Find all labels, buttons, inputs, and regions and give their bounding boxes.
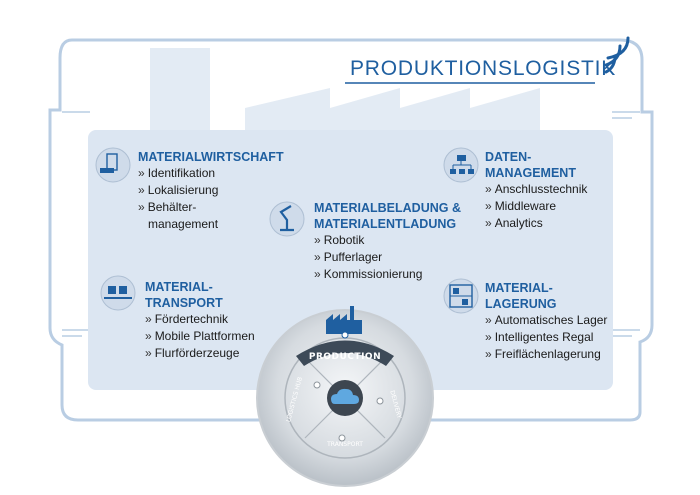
section-title: MATERIALENTLADUNG [314,217,457,231]
list-item: »Pufferlager [314,250,383,264]
list-item: »Flurförderzeuge [145,346,240,360]
conveyor-icon [100,275,136,311]
section-materialtransport: MATERIAL- TRANSPORT »Fördertechnik »Mobi… [145,279,255,362]
factory-icon [326,306,362,334]
section-materiallagerung: MATERIAL- LAGERUNG »Automatisches Lager … [485,280,607,363]
page-title: PRODUKTIONSLOGISTIK [350,57,617,80]
section-title: TRANSPORT [145,296,223,310]
section-title: MATERIALBELADUNG & [314,201,461,215]
section-title: MATERIAL- [485,281,553,295]
production-hub: PRODUCTION LOGISTICS HUB DELIVERY TRANSP… [256,306,434,487]
list-item: »Robotik [314,233,365,247]
section-materialbeladung: MATERIALBELADUNG & MATERIALENTLADUNG »Ro… [314,200,461,283]
section-title: MATERIAL- [145,280,213,294]
list-item: »Automatisches Lager [485,313,608,327]
warehouse-forklift-icon [95,147,131,183]
factory-silhouette [150,48,540,135]
list-item-continuation: management [148,217,219,231]
network-tree-icon [443,147,479,183]
section-title: MANAGEMENT [485,166,576,180]
section-datenmanagement: DATEN- MANAGEMENT »Anschlusstechnik »Mid… [485,149,587,232]
list-item: »Lokalisierung [138,183,219,197]
list-item: »Kommissionierung [314,267,423,281]
list-item: »Identifikation [138,166,216,180]
robot-arm-icon [269,201,305,237]
list-item: »Mobile Plattformen [145,329,255,343]
section-title: MATERIALWIRTSCHAFT [138,150,284,164]
list-item: »Analytics [485,216,543,230]
frame-ticks [62,111,640,337]
outer-frame [48,38,654,422]
list-item: »Behälter- [138,200,197,214]
section-title: LAGERUNG [485,297,557,311]
hub-production-label: PRODUCTION [309,352,381,362]
list-item: »Freiflächenlagerung [485,347,601,361]
section-materialwirtschaft: MATERIALWIRTSCHAFT »Identifikation »Loka… [138,149,284,233]
cloud-icon [331,388,359,404]
shelf-rack-icon [443,278,479,314]
wifi-signal-icon [604,36,630,74]
hub-transport-label: TRANSPORT [326,441,363,448]
list-item: »Fördertechnik [145,312,229,326]
list-item: »Intelligentes Regal [485,330,594,344]
list-item: »Anschlusstechnik [485,182,588,196]
list-item: »Middleware [485,199,557,213]
section-title: DATEN- [485,150,532,164]
content-panel [88,130,613,390]
